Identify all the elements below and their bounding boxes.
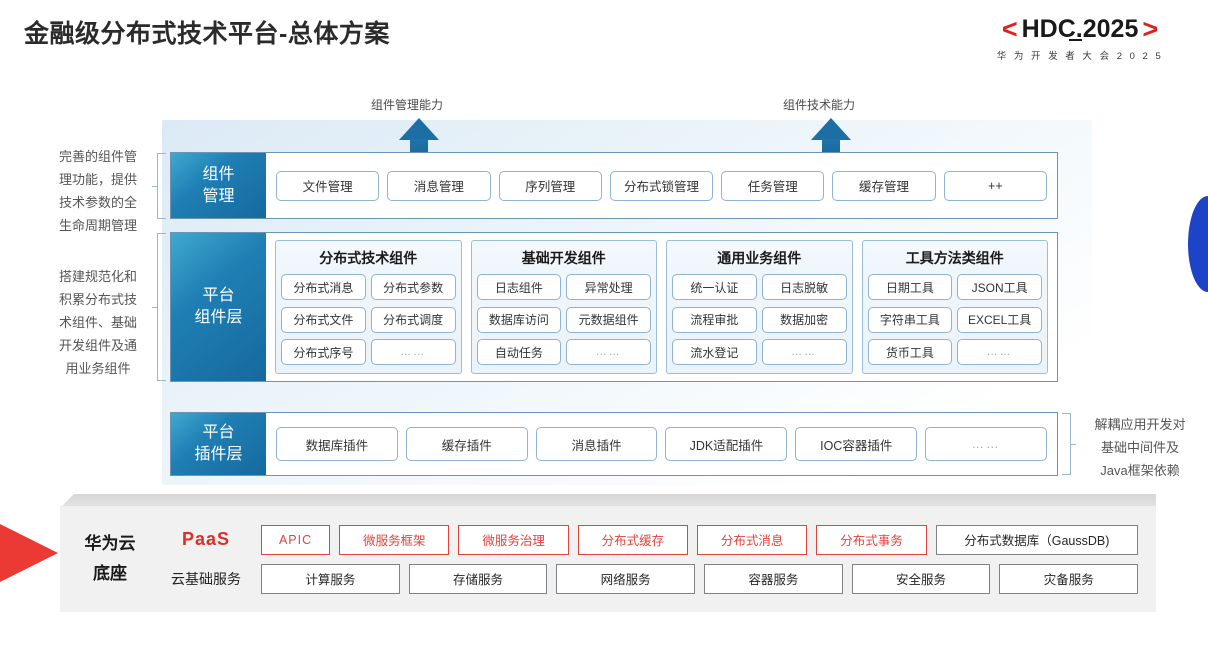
component-groups: 分布式技术组件 分布式消息 分布式参数 分布式文件 分布式调度 分布式序号 ……… xyxy=(266,233,1057,381)
blue-lens-decoration-icon xyxy=(1188,196,1208,292)
chip-task-management[interactable]: 任务管理 xyxy=(721,170,825,201)
logo-bracket-left-icon: < xyxy=(1001,14,1018,44)
layer-body-platform-plugin: 数据库插件 缓存插件 消息插件 JDK适配插件 IOC容器插件 …… xyxy=(266,413,1057,475)
layer-label-component-management: 组件 管理 xyxy=(171,153,266,218)
pcell-storage-service[interactable]: 存储服务 xyxy=(408,563,548,594)
layer-body-component-management: 文件管理 消息管理 序列管理 分布式锁管理 任务管理 缓存管理 ++ xyxy=(266,153,1057,218)
chip-process-approval[interactable]: 流程审批 xyxy=(672,306,757,333)
chip-add-more[interactable]: ++ xyxy=(943,170,1047,201)
pcell-disaster-recovery-service[interactable]: 灾备服务 xyxy=(999,563,1139,594)
red-arc-decoration-icon xyxy=(0,505,58,601)
group-title-distributed-tech: 分布式技术组件 xyxy=(319,250,418,266)
platform-row-cloud-base: 云基础服务 计算服务 存储服务 网络服务 容器服务 安全服务 灾备服务 xyxy=(160,563,1139,594)
chip-cache-management[interactable]: 缓存管理 xyxy=(832,170,936,201)
chip-string-util[interactable]: 字符串工具 xyxy=(867,306,953,333)
chip-message-plugin[interactable]: 消息插件 xyxy=(535,427,658,461)
chip-more-utility[interactable]: …… xyxy=(957,339,1042,366)
pcell-distributed-cache[interactable]: 分布式缓存 xyxy=(577,524,689,555)
chip-metadata-component[interactable]: 元数据组件 xyxy=(566,306,651,333)
arrow-caption-component-management: 组件管理能力 xyxy=(371,98,444,112)
logo-bracket-right-icon: > xyxy=(1142,14,1159,44)
huawei-cloud-platform: 华为云 底座 PaaS APIC 微服务框架 微服务治理 分布式缓存 分布式消息… xyxy=(60,506,1156,612)
arrow-caption-component-technology: 组件技术能力 xyxy=(783,98,856,112)
chip-log-masking[interactable]: 日志脱敏 xyxy=(761,274,847,300)
group-basic-dev: 基础开发组件 日志组件 异常处理 数据库访问 元数据组件 自动任务 …… xyxy=(470,240,657,374)
chip-file-management[interactable]: 文件管理 xyxy=(276,170,380,201)
chip-distributed-param[interactable]: 分布式参数 xyxy=(370,274,456,300)
platform-row-paas: PaaS APIC 微服务框架 微服务治理 分布式缓存 分布式消息 分布式事务 … xyxy=(160,524,1138,555)
chip-distributed-sequence[interactable]: 分布式序号 xyxy=(281,339,366,366)
pcell-security-service[interactable]: 安全服务 xyxy=(851,563,991,594)
pcell-microservice-governance[interactable]: 微服务治理 xyxy=(458,524,569,555)
group-title-utility-methods: 工具方法类组件 xyxy=(905,250,1004,266)
logo-subtitle: 华 为 开 发 者 大 会 2 0 2 5 xyxy=(996,51,1164,62)
chip-database-plugin[interactable]: 数据库插件 xyxy=(276,427,398,461)
side-note-left-mid: 搭建规范化和 积累分布式技 术组件、基础 开发组件及通 用业务组件 xyxy=(58,269,137,376)
pcell-container-service[interactable]: 容器服务 xyxy=(704,563,843,594)
pcell-apic[interactable]: APIC xyxy=(261,524,331,555)
chip-auto-task[interactable]: 自动任务 xyxy=(476,339,562,366)
group-common-business: 通用业务组件 统一认证 日志脱敏 流程审批 数据加密 流水登记 …… xyxy=(666,240,853,374)
chip-distributed-schedule[interactable]: 分布式调度 xyxy=(370,306,456,333)
group-distributed-tech: 分布式技术组件 分布式消息 分布式参数 分布式文件 分布式调度 分布式序号 …… xyxy=(275,240,462,374)
chip-more-basic-dev[interactable]: …… xyxy=(566,339,651,366)
chip-currency-util[interactable]: 货币工具 xyxy=(867,339,953,366)
chip-ioc-container-plugin[interactable]: IOC容器插件 xyxy=(795,427,918,461)
chip-cache-plugin[interactable]: 缓存插件 xyxy=(405,427,528,461)
chip-sequence-management[interactable]: 序列管理 xyxy=(498,170,602,201)
chip-database-access[interactable]: 数据库访问 xyxy=(476,306,562,333)
chip-more-common-business[interactable]: …… xyxy=(761,339,847,366)
layer-label-platform-component: 平台 组件层 xyxy=(171,233,266,381)
layer-platform-component: 平台 组件层 分布式技术组件 分布式消息 分布式参数 分布式文件 分布式调度 分… xyxy=(170,232,1058,382)
platform-top-bevel xyxy=(60,494,1156,508)
chip-exception-handling[interactable]: 异常处理 xyxy=(566,274,651,300)
layer-component-management: 组件 管理 文件管理 消息管理 序列管理 分布式锁管理 任务管理 缓存管理 ++ xyxy=(170,152,1058,219)
page-title: 金融级分布式技术平台-总体方案 xyxy=(24,20,390,48)
bracket-platform-plugin xyxy=(1062,413,1076,475)
chip-date-util[interactable]: 日期工具 xyxy=(867,274,953,300)
pcell-microservice-framework[interactable]: 微服务框架 xyxy=(339,524,450,555)
chip-distributed-file[interactable]: 分布式文件 xyxy=(281,306,366,333)
chip-transaction-log[interactable]: 流水登记 xyxy=(672,339,757,366)
platform-row-label-cloud-base: 云基础服务 xyxy=(171,570,241,587)
pcell-network-service[interactable]: 网络服务 xyxy=(556,563,696,594)
pcell-distributed-transaction[interactable]: 分布式事务 xyxy=(816,524,927,555)
chip-jdk-adapter-plugin[interactable]: JDK适配插件 xyxy=(665,427,788,461)
side-note-left-top: 完善的组件管 理功能，提供 技术参数的全 生命周期管理 xyxy=(58,149,137,233)
layer-label-platform-plugin: 平台 插件层 xyxy=(171,413,266,475)
platform-row-label-paas: PaaS xyxy=(181,529,231,549)
chip-more-distributed-tech[interactable]: …… xyxy=(370,339,456,366)
logo-text: HDC.2025 xyxy=(1021,15,1139,43)
chip-unified-auth[interactable]: 统一认证 xyxy=(672,274,757,300)
side-note-right: 解耦应用开发对 基础中间件及 Java框架依赖 xyxy=(1094,417,1186,478)
pcell-distributed-message[interactable]: 分布式消息 xyxy=(697,524,808,555)
pcell-compute-service[interactable]: 计算服务 xyxy=(261,563,400,594)
chip-data-encryption[interactable]: 数据加密 xyxy=(761,306,847,333)
hdc-logo: < HDC.2025 > 华 为 开 发 者 大 会 2 0 2 5 xyxy=(960,14,1200,63)
bracket-component-management xyxy=(152,153,166,219)
chip-message-management[interactable]: 消息管理 xyxy=(387,170,491,201)
chip-log-component[interactable]: 日志组件 xyxy=(476,274,562,300)
chip-more-plugin[interactable]: …… xyxy=(925,427,1047,461)
layer-platform-plugin: 平台 插件层 数据库插件 缓存插件 消息插件 JDK适配插件 IOC容器插件 …… xyxy=(170,412,1058,476)
chip-distributed-lock-management[interactable]: 分布式锁管理 xyxy=(609,170,714,201)
chip-distributed-message[interactable]: 分布式消息 xyxy=(281,274,366,300)
group-utility-methods: 工具方法类组件 日期工具 JSON工具 字符串工具 EXCEL工具 货币工具 …… xyxy=(861,240,1048,374)
bracket-platform-component xyxy=(152,233,166,381)
pcell-distributed-database[interactable]: 分布式数据库（GaussDB) xyxy=(935,524,1138,555)
platform-title: 华为云 底座 xyxy=(84,534,136,583)
group-title-common-business: 通用业务组件 xyxy=(717,250,802,266)
chip-excel-util[interactable]: EXCEL工具 xyxy=(957,306,1042,333)
chip-json-util[interactable]: JSON工具 xyxy=(957,274,1042,300)
group-title-basic-dev: 基础开发组件 xyxy=(521,250,606,266)
